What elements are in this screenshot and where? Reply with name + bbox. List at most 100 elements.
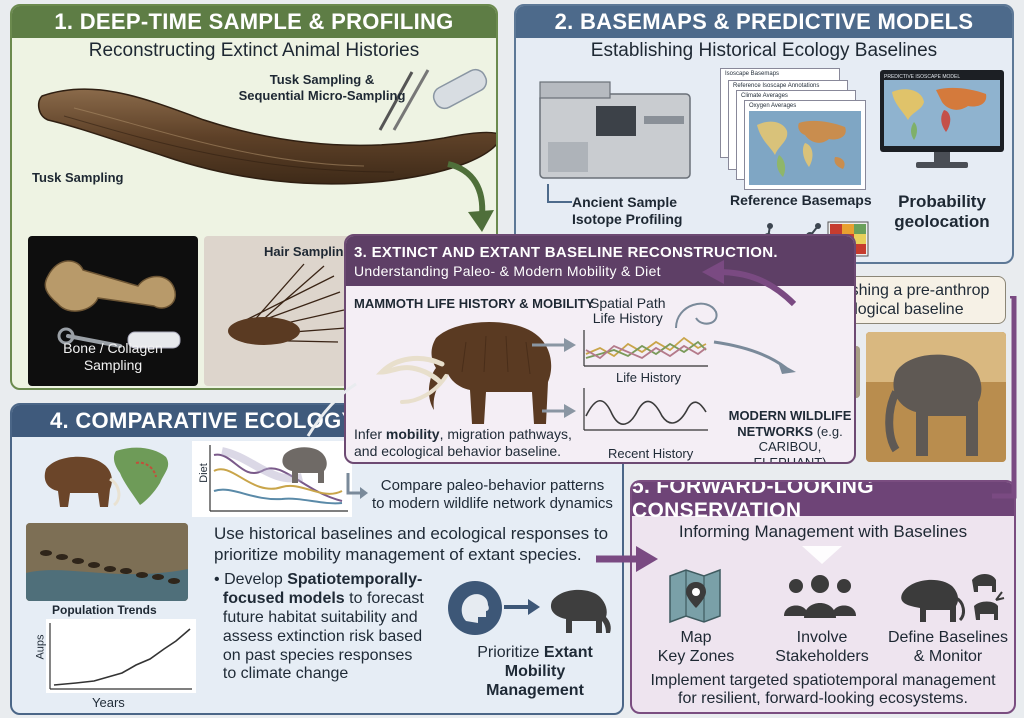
use-baselines-text: Use historical baselines and ecological … (214, 523, 608, 566)
involve-label-line1: Involve (796, 629, 848, 646)
bone-label-line1: Bone / Collagen (63, 340, 163, 356)
panel3-subtitle: Understanding Paleo- & Modern Mobility &… (354, 262, 661, 279)
basemap-title-3: Climate Averages (741, 93, 788, 99)
isotope-profiling-label: Ancient Sample Isotope Profiling (572, 194, 682, 228)
develop-line4: assess extinction risk based (222, 627, 423, 645)
to-recent-history-arrow (542, 404, 576, 418)
mammoth-caribou-icon (901, 574, 1005, 622)
use-line2: prioritize mobility management of extant… (214, 545, 582, 565)
spatial-line1: Spatial Path (590, 295, 666, 311)
infer-pre: Infer (354, 426, 386, 442)
map-label-line2: Key Zones (657, 648, 735, 666)
life-history-chart-icon (583, 330, 708, 367)
basemap-title-4: Oxygen Averages (749, 103, 797, 109)
world-map-icon (749, 111, 861, 185)
spatial-line2: Life History (592, 310, 663, 327)
modern-wildlife-text: MODERN WILDLIFE NETWORKS (e.g. CARIBOU, … (726, 408, 854, 464)
modern-line3: CARIBOU, ELEPHANT) (753, 439, 827, 464)
panel1-header: 1. DEEP-TIME SAMPLE & PROFILING (12, 6, 496, 38)
define-label-line2: & Monitor (913, 648, 983, 666)
panel-comparative-ecology: 4. COMPARATIVE ECOLOGY Diet Compare pale… (10, 403, 624, 715)
modern-line2-rest: (e.g. (813, 423, 843, 439)
monitor-base (916, 162, 968, 168)
prioritize-bold3: Management (486, 682, 584, 700)
tusk-micro-label-line1: Tusk Sampling & (269, 72, 375, 87)
population-chart (46, 619, 196, 693)
isotope-label-line2: Isotope Profiling (572, 210, 683, 227)
monitor-icon: PREDICTIVE ISOSCAPE MODEL (880, 70, 1004, 170)
caribou-herd-icon (26, 523, 188, 601)
prioritize-text: Prioritize Extant Mobility Management (470, 643, 600, 701)
mammoth-history-title: MAMMOTH LIFE HISTORY & MOBILITY (354, 296, 595, 311)
compare-line1: Compare paleo-behavior patterns (380, 477, 605, 494)
elephant-icon (866, 332, 1006, 462)
develop-bold2: focused models (222, 589, 345, 607)
bone-collagen-photo: Bone / Collagen Sampling (28, 236, 198, 386)
bone-icon (44, 260, 181, 349)
hair-sampling-label: Hair Sampling (264, 244, 352, 259)
panel-forward-conservation: 5. FORWARD-LOOKING CONSERVATION Informin… (630, 480, 1016, 714)
compare-text: Compare paleo-behavior patterns to moder… (372, 477, 613, 513)
hair-tuft-icon (228, 263, 347, 345)
prioritize-pre: Prioritize (477, 644, 544, 661)
bone-collagen-label: Bone / Collagen Sampling (28, 340, 198, 374)
panel3-header: 3. EXTINCT AND EXTANT BASELINE RECONSTRU… (346, 236, 854, 286)
population-line-chart-icon (49, 623, 192, 690)
infer-post: , migration pathways, (439, 426, 572, 442)
develop-line3: future habitat suitability and (222, 608, 418, 626)
prioritize-bold1: Extant (543, 644, 593, 661)
panel1-to-panel3-arrow (447, 161, 494, 232)
isotope-label-line1: Ancient Sample (572, 194, 678, 210)
head-profile-icon (448, 581, 502, 635)
implement-text: Implement targeted spatiotemporal manage… (636, 672, 1010, 709)
infer-mobility-text: Infer mobility, migration pathways, and … (354, 426, 572, 460)
elephant-silhouette-icon (550, 589, 611, 633)
elephant-small-icon (282, 447, 327, 483)
isotope-connector (547, 184, 572, 203)
modern-line1: MODERN WILDLIFE (728, 408, 852, 423)
compare-arrow (346, 473, 368, 499)
panel2-subtitle: Establishing Historical Ecology Baseline… (590, 40, 938, 61)
infer-bold: mobility (385, 426, 440, 442)
panel5-subtitle: Informing Management with Baselines (678, 522, 968, 541)
population-x-label: Years (92, 695, 125, 710)
monitor-neck (934, 152, 950, 162)
panel-baseline-reconstruction: 3. EXTINCT AND EXTANT BASELINE RECONSTRU… (344, 234, 856, 464)
tusk-micro-label-line2: Sequential Micro-Sampling (238, 87, 406, 103)
panel2-header: 2. BASEMAPS & PREDICTIVE MODELS (516, 6, 1012, 38)
panel1-subtitle: Reconstructing Extinct Animal Histories (88, 40, 420, 61)
to-life-history-arrow (532, 338, 576, 352)
hair-sampling-photo: Hair Sampling (204, 236, 354, 386)
probability-label-line2: geolocation (894, 212, 990, 232)
loop-arrow (675, 302, 718, 329)
develop-pre: Develop (224, 571, 288, 588)
to-modern-arrow (713, 340, 796, 374)
tusk-icon (37, 88, 496, 185)
probability-map-icon (884, 80, 1000, 146)
reference-basemaps-stack: Isoscape Basemaps Reference Isoscape Ann… (720, 68, 870, 190)
probability-geolocation-label: Probability geolocation (886, 192, 998, 233)
map-label-line1: Map (680, 629, 712, 646)
panel3-to-panel4-curve (306, 382, 357, 437)
mass-spectrometer-icon (539, 81, 691, 179)
tusk-micro-sampling-label: Tusk Sampling & Sequential Micro-Samplin… (222, 72, 422, 103)
compare-line2: to modern wildlife network dynamics (372, 495, 613, 512)
develop-post: to forecast (344, 589, 424, 607)
down-chevron-icon (802, 546, 842, 564)
prioritize-bold2: Mobility (504, 663, 566, 681)
mammoth-icon (375, 321, 552, 424)
panel3-title: 3. EXTINCT AND EXTANT BASELINE RECONSTRU… (354, 243, 778, 261)
develop-line6: to climate change (222, 665, 349, 683)
population-trends-label: Population Trends (52, 603, 157, 617)
use-line1: Use historical baselines and ecological … (214, 524, 609, 543)
define-baselines-label: Define Baselines & Monitor (884, 628, 1012, 666)
develop-line5: on past species responses (222, 646, 413, 664)
define-label-line1: Define Baselines (887, 629, 1009, 646)
world-map-small-icon (113, 447, 169, 505)
elephant-photo (866, 332, 1006, 462)
spatial-path-label: Spatial Path Life History (590, 295, 666, 327)
recent-history-label: Recent History (608, 446, 694, 461)
implement-line2: for resilient, forward-looking ecosystem… (678, 690, 968, 708)
involve-label-line2: Stakeholders (775, 648, 869, 666)
infer-line2: and ecological behavior baseline. (354, 442, 562, 459)
